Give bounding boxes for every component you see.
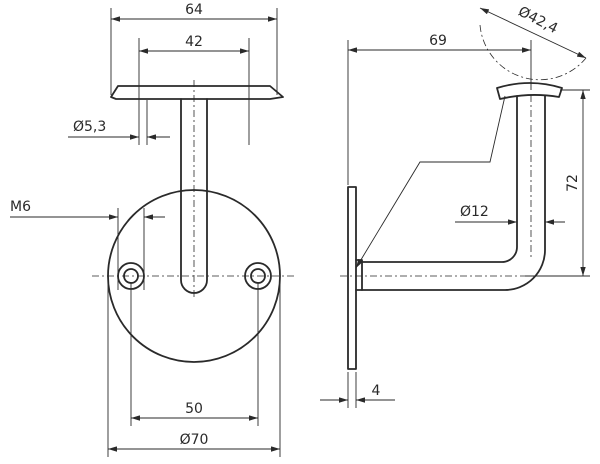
dim-label-64: 64 <box>185 2 203 18</box>
dim-label-70: Ø70 <box>180 432 209 448</box>
front-view: 64 42 Ø5,3 M6 50 Ø70 <box>10 2 296 457</box>
dim-label-53: Ø5,3 <box>73 119 106 135</box>
dim-line-424 <box>479 7 587 59</box>
side-saddle <box>496 82 563 100</box>
dim-label-72: 72 <box>565 174 581 192</box>
side-view: Ø42,4 69 72 Ø12 4 <box>320 4 590 408</box>
dim-label-4: 4 <box>372 383 381 399</box>
dim-label-50: 50 <box>185 401 203 417</box>
dim-label-m6: M6 <box>10 199 31 215</box>
dim-label-424: Ø42,4 <box>515 4 560 37</box>
dim-label-12: Ø12 <box>460 204 489 220</box>
side-base-plate <box>347 186 357 370</box>
leader-radius <box>355 95 506 269</box>
dim-label-42: 42 <box>185 34 203 50</box>
side-arm-outer <box>361 95 546 291</box>
saddle-plate <box>110 85 284 100</box>
side-arm-inner <box>361 95 518 263</box>
dim-label-69: 69 <box>429 33 447 49</box>
